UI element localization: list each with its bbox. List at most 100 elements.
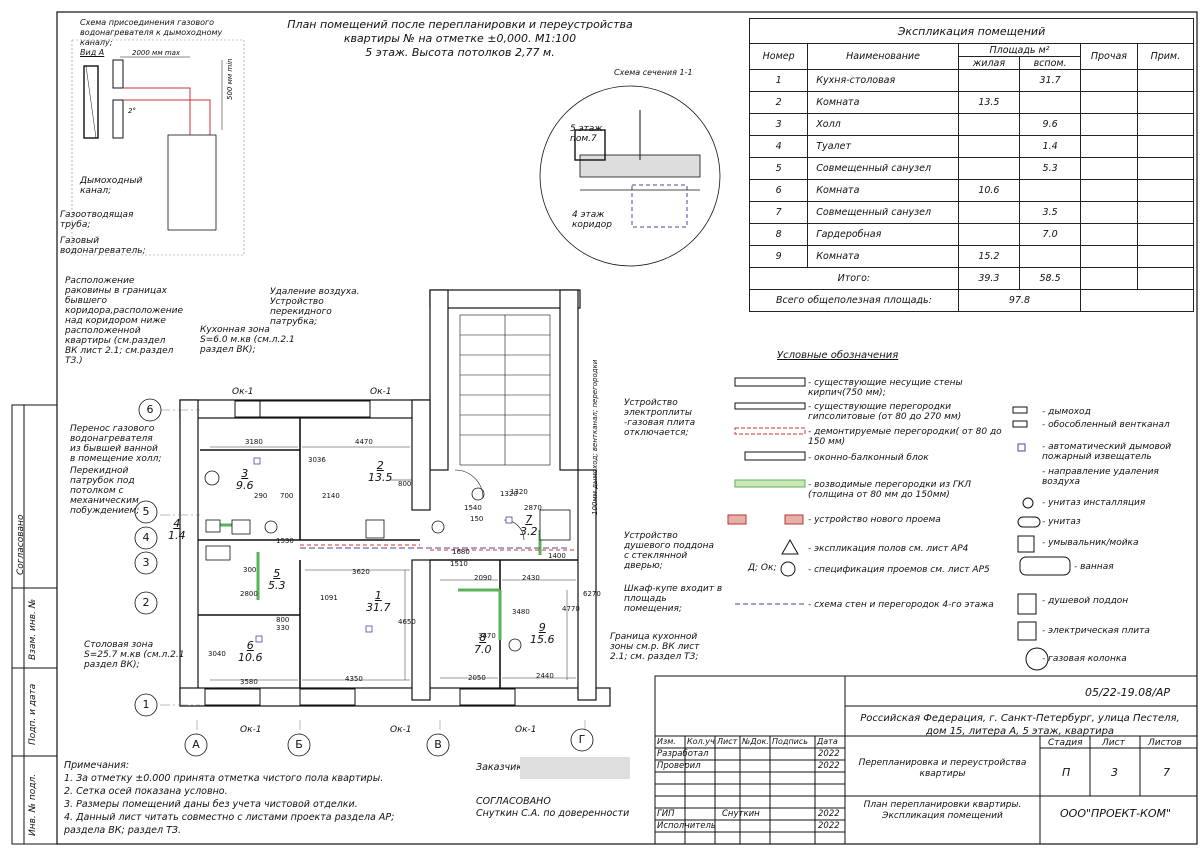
dimension-label: 4470 [355, 438, 373, 446]
explication-title: Экспликация помещений [749, 18, 1194, 44]
stamp-company: ООО"ПРОЕКТ-КОМ" [1060, 807, 1172, 820]
stamp-stage-label: Стадия [1048, 738, 1083, 748]
dimension-label: 290 [254, 492, 268, 500]
stamp-sheet-title: План перепланировки квартиры. Экспликаци… [863, 800, 1022, 821]
dimension-label: 3180 [245, 438, 263, 446]
cell-note [1136, 91, 1195, 114]
stamp-date: 2022 [818, 749, 840, 759]
annotation-air: Удаление воздуха. Устройство перекидного… [270, 287, 360, 327]
cell-num: 6 [748, 179, 809, 202]
dimension-label: 1400 [548, 552, 566, 560]
cell-living [957, 69, 1021, 92]
cell-other [1080, 91, 1138, 114]
stamp-address: Российская Федерация, г. Санкт-Петербург… [860, 713, 1180, 737]
room-area: 15.6 [530, 633, 555, 646]
axis-letter: В [434, 738, 442, 751]
stamp-name: Снуткин [722, 809, 760, 819]
dimension-label: 1091 [320, 594, 338, 602]
cell-aux: 3.5 [1018, 201, 1082, 224]
label-chimney: Дымоходный канал; [80, 176, 143, 196]
cell-living: 15.2 [957, 245, 1021, 268]
side-sign: Подп. и дата [28, 683, 38, 745]
cell-name: Комната [807, 91, 959, 114]
cell-other [1080, 223, 1138, 246]
cell-aux [1018, 91, 1082, 114]
axis-number: 3 [142, 556, 150, 569]
gas-dim-height: 500 мм min [226, 58, 234, 100]
legend-item: - существующие перегородки гипсолитовые … [808, 402, 962, 422]
annotation-pipe: Перекидной патрубок под потолком с механ… [70, 466, 140, 516]
axis-letter: А [192, 738, 200, 751]
section-title: Схема сечения 1-1 [614, 68, 693, 77]
dimension-label: 2090 [474, 574, 492, 582]
cell-name: Комната [807, 245, 959, 268]
dimension-label: 3620 [352, 568, 370, 576]
legend-right-item: - душевой поддон [1042, 596, 1129, 606]
header-other: Прочая [1080, 43, 1138, 70]
total-label: Итого: [749, 267, 959, 290]
stamp-sheet: 3 [1111, 766, 1118, 779]
dimension-label: 6270 [583, 590, 601, 598]
opening-label: Ок-1 [232, 387, 254, 397]
cell-living: 10.6 [957, 179, 1021, 202]
cell-aux: 1.4 [1018, 135, 1082, 158]
legend-right-item: - дымоход [1042, 407, 1091, 417]
cell-other [1080, 113, 1138, 136]
dimension-label: 800 [276, 616, 290, 624]
cell-other [1080, 245, 1138, 268]
room-number: 7 [525, 513, 533, 526]
header-num: Номер [748, 43, 809, 70]
stamp-role: Исполнитель [657, 821, 716, 831]
stamp-role: ГИП [657, 809, 675, 819]
stamp-code: 05/22-19.08/АР [1085, 686, 1171, 699]
total-living: 39.3 [957, 267, 1021, 290]
total-aux: 58.5 [1018, 267, 1082, 290]
annotation-wardrobe: Шкаф-купе входит в площадь помещения; [624, 584, 723, 614]
cell-living [957, 113, 1021, 136]
dimension-label: 2140 [322, 492, 340, 500]
stamp-sheet-label: Лист [1102, 738, 1125, 748]
cell-living: 13.5 [957, 91, 1021, 114]
room-number: 8 [479, 631, 487, 644]
cell-other [1080, 201, 1138, 224]
note-item: 2. Сетка осей показана условно. [64, 786, 228, 797]
note-item: 4. Данный лист читать совместно с листам… [64, 812, 395, 823]
section-floor4: 4 этаж коридор [572, 210, 612, 230]
side-agreed: Согласовано [16, 514, 26, 575]
dimension-label: 2050 [468, 674, 486, 682]
gas-angle: 2° [128, 107, 136, 115]
legend-item: - существующие несущие стены кирпич(750 … [808, 378, 963, 398]
cell-note [1136, 223, 1195, 246]
annotation-heater-move: Перенос газового водонагревателя из бывш… [70, 424, 162, 464]
cell-living [957, 201, 1021, 224]
grand-empty [1080, 289, 1194, 312]
cell-aux: 31.7 [1018, 69, 1082, 92]
section-floor5: 5 этаж пом.7 [570, 124, 603, 144]
dimension-label: 1510 [450, 560, 468, 568]
explication-table: Экспликация помещений Номер Наименование… [748, 18, 1195, 312]
room-number: 3 [241, 467, 249, 480]
grand-label: Всего общеполезная площадь: [749, 289, 959, 312]
dimension-label: 1540 [464, 504, 482, 512]
cell-num: 7 [748, 201, 809, 224]
legend-item: - схема стен и перегородок 4-го этажа [808, 600, 994, 610]
room-area: 9.6 [236, 479, 254, 492]
customer-person: Снуткин С.А. по доверенности [476, 808, 630, 819]
stamp-date: 2022 [818, 809, 840, 819]
cell-name: Комната [807, 179, 959, 202]
legend-item: - спецификация проемов см. лист АР5 [808, 565, 990, 575]
dimension-label: 2870 [524, 504, 542, 512]
cell-num: 3 [748, 113, 809, 136]
legend-right-item: - направление удаления воздуха [1042, 467, 1159, 487]
cell-note [1136, 201, 1195, 224]
legend-spec-symbol: Д; Ок; [748, 563, 777, 573]
axis-number: 5 [142, 505, 150, 518]
